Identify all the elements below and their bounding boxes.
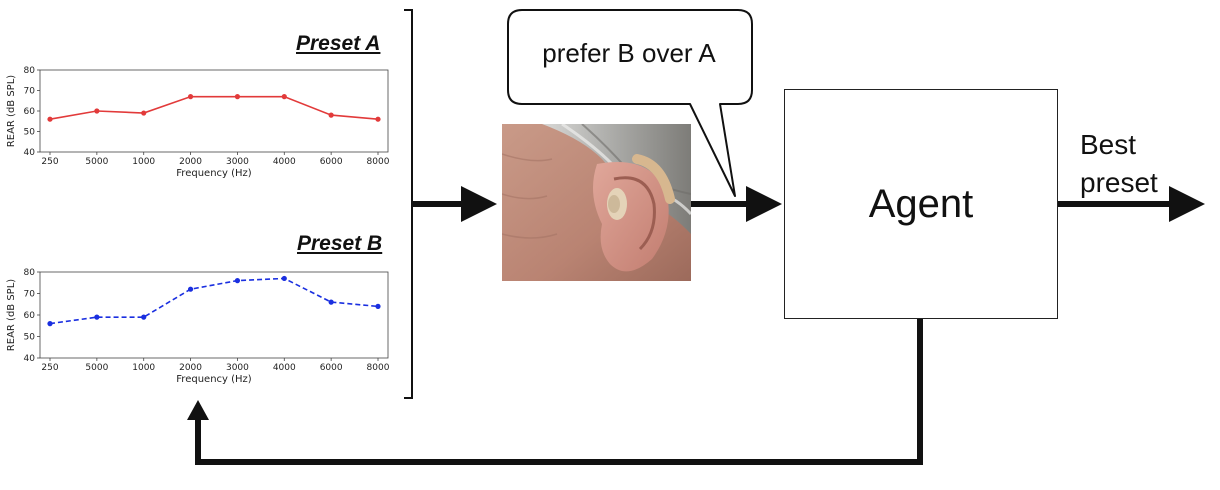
data-point bbox=[141, 110, 147, 116]
agent-label: Agent bbox=[868, 181, 974, 226]
data-point bbox=[47, 116, 53, 122]
x-tick-label: 3000 bbox=[226, 157, 249, 167]
data-point bbox=[328, 112, 334, 118]
feedback-arrowhead bbox=[187, 400, 209, 420]
data-point bbox=[234, 278, 241, 284]
feedback-loop-line bbox=[195, 319, 923, 465]
data-point bbox=[141, 314, 147, 320]
x-axis-label: Frequency (Hz) bbox=[176, 374, 252, 385]
y-tick-label: 40 bbox=[24, 148, 36, 158]
y-tick-label: 50 bbox=[24, 333, 36, 343]
data-point bbox=[375, 303, 381, 309]
x-tick-label: 1000 bbox=[132, 157, 155, 167]
y-axis-label: REAR (dB SPL) bbox=[6, 279, 17, 351]
data-point bbox=[94, 314, 100, 320]
y-tick-label: 60 bbox=[24, 107, 36, 117]
x-tick-label: 4000 bbox=[273, 157, 296, 167]
y-tick-label: 60 bbox=[24, 311, 36, 321]
best-preset-line1: Best bbox=[1080, 129, 1137, 160]
preset-a-chart: 40 50 60 70 80 250 5000 1000 2000 3000 4000 6000 800… bbox=[4, 64, 396, 182]
x-tick-label: 1000 bbox=[132, 363, 155, 373]
data-point bbox=[234, 94, 241, 100]
y-tick-label: 40 bbox=[24, 354, 36, 364]
x-tick-label: 8000 bbox=[367, 363, 390, 373]
x-tick-label: 250 bbox=[41, 157, 58, 167]
data-point bbox=[375, 116, 381, 122]
data-point bbox=[94, 108, 100, 114]
preset-b-title: Preset B bbox=[297, 232, 383, 255]
chart-svg: 40 50 60 70 80 250 5000 1000 2000 3000 4000 6000 800… bbox=[6, 66, 390, 179]
x-tick-label: 3000 bbox=[226, 363, 249, 373]
ear-hearing-aid-photo bbox=[502, 124, 691, 281]
x-tick-label: 6000 bbox=[320, 363, 343, 373]
y-tick-label: 80 bbox=[24, 268, 36, 278]
data-point bbox=[47, 321, 53, 327]
x-tick-label: 5000 bbox=[85, 363, 108, 373]
x-tick-label: 5000 bbox=[85, 157, 108, 167]
preset-a-title: Preset A bbox=[296, 32, 381, 55]
data-point bbox=[328, 299, 334, 305]
chart-svg: 40 50 60 70 80 250 5000 1000 2000 3000 4000 6000 800… bbox=[6, 268, 390, 385]
best-preset-line2: preset bbox=[1080, 167, 1158, 198]
x-tick-label: 8000 bbox=[367, 157, 390, 167]
x-tick-label: 2000 bbox=[179, 363, 202, 373]
x-tick-label: 2000 bbox=[179, 157, 202, 167]
y-tick-label: 70 bbox=[24, 87, 36, 97]
y-tick-label: 70 bbox=[24, 290, 36, 300]
x-tick-label: 4000 bbox=[273, 363, 296, 373]
agent-box: Agent bbox=[784, 89, 1058, 319]
data-point bbox=[187, 286, 194, 292]
series-line bbox=[49, 277, 379, 325]
speech-bubble-text: prefer B over A bbox=[542, 38, 716, 68]
series-line bbox=[49, 95, 379, 120]
y-tick-label: 80 bbox=[24, 66, 36, 76]
data-point bbox=[281, 275, 287, 282]
y-axis-label: REAR (dB SPL) bbox=[6, 75, 17, 147]
y-tick-label: 50 bbox=[24, 128, 36, 138]
speech-bubble bbox=[507, 9, 753, 197]
preset-b-chart: 40 50 60 70 80 250 5000 1000 2000 3000 4000 6000 800… bbox=[4, 264, 396, 394]
x-tick-label: 6000 bbox=[320, 157, 343, 167]
best-preset-label: Best preset bbox=[1080, 126, 1158, 202]
data-point bbox=[187, 94, 194, 100]
data-point bbox=[281, 94, 287, 100]
presets-bracket bbox=[404, 9, 413, 399]
x-tick-label: 250 bbox=[41, 363, 58, 373]
x-axis-label: Frequency (Hz) bbox=[176, 168, 252, 179]
